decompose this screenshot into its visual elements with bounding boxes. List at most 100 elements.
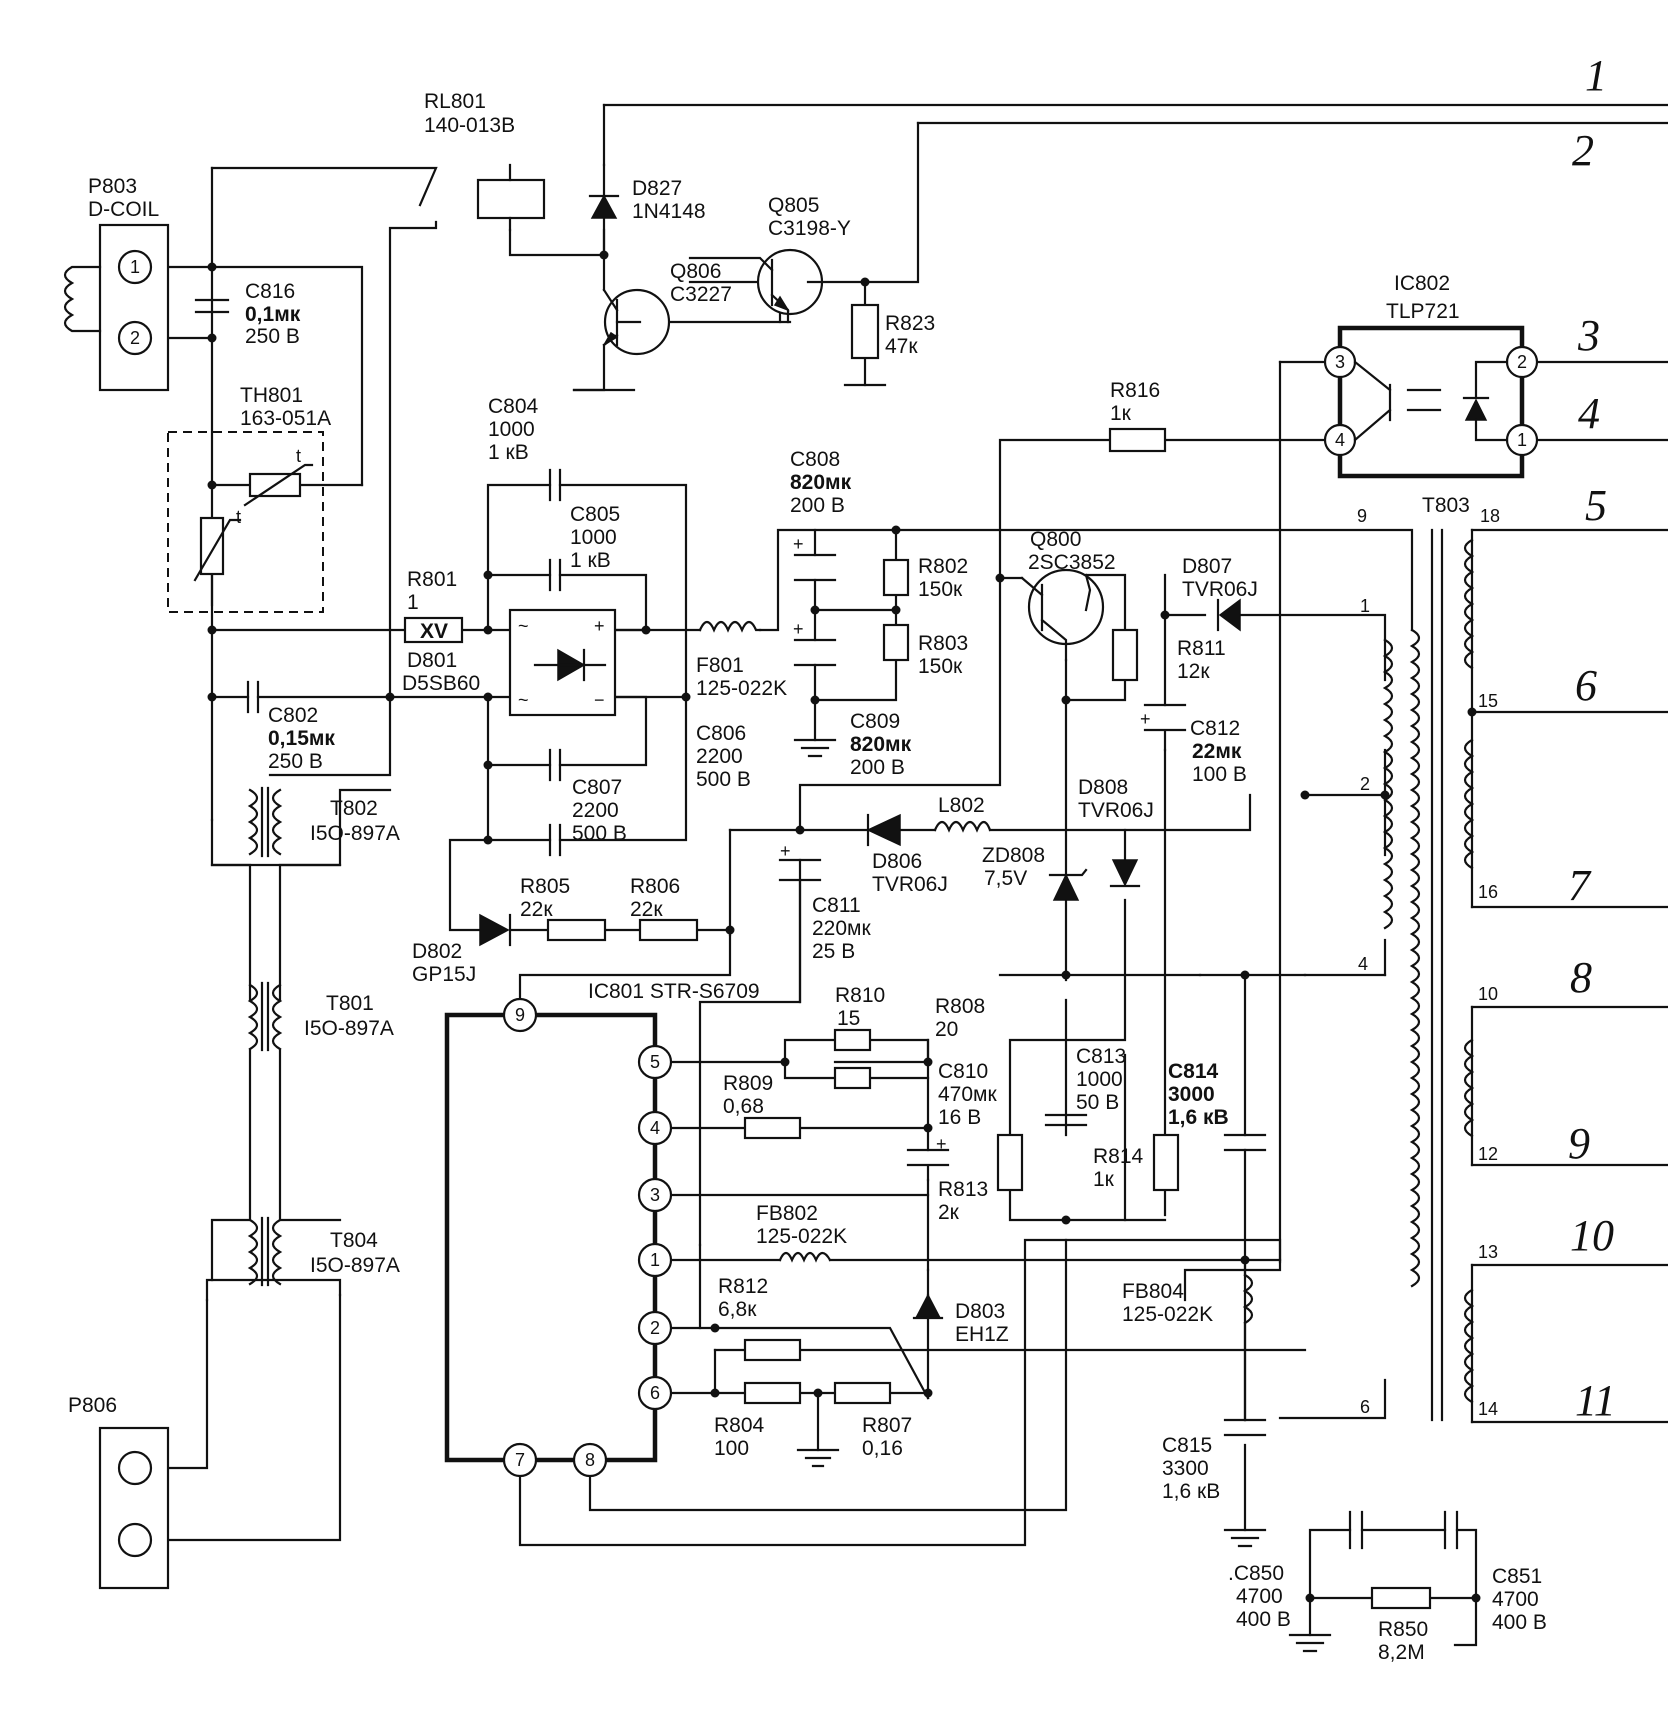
th801-t-label: t: [236, 507, 241, 527]
r809-ref: R809: [723, 1072, 773, 1095]
r808-resistor-icon: [833, 1066, 872, 1090]
zd808-zener-icon: [1052, 873, 1080, 901]
c811-voltage: 25 В: [812, 940, 855, 963]
p803-pin1-label: 1: [130, 257, 140, 277]
output-number: 4: [1578, 389, 1600, 438]
component-symbols: [63, 163, 1539, 1653]
t803-pin-label: 2: [1360, 774, 1370, 794]
p803-pin-2: [117, 320, 153, 356]
r804-value: 100: [714, 1437, 749, 1460]
r801-value: 1: [407, 591, 419, 614]
r803-value: 150к: [918, 655, 963, 678]
r814-resistor-icon: [1152, 1133, 1180, 1192]
d803-value: EH1Z: [955, 1323, 1009, 1346]
fb802-ref: FB802: [756, 1202, 818, 1225]
c807-ref: C807: [572, 776, 622, 799]
c804-ref: C804: [488, 395, 539, 418]
q800-ref: Q800: [1030, 528, 1081, 551]
r814-ref: R814: [1093, 1145, 1144, 1168]
th801-value: 163-051A: [240, 407, 331, 430]
d801-ref: D801: [407, 649, 457, 672]
q805-ref: Q805: [768, 194, 819, 217]
r816-ref: R816: [1110, 379, 1160, 402]
t803-pin-label: 6: [1360, 1397, 1370, 1417]
r812-value: 6,8к: [718, 1298, 757, 1321]
fb802-value: 125-022K: [756, 1225, 847, 1248]
r806-value: 22к: [630, 898, 663, 921]
ic801-pin-label: 1: [650, 1250, 660, 1270]
ic801-pin-label: 6: [650, 1383, 660, 1403]
c808-voltage: 200 В: [790, 494, 845, 517]
c805-capacitor-icon: [548, 558, 562, 592]
c807-value: 2200: [572, 799, 619, 822]
r804-ref: R804: [714, 1414, 765, 1437]
r805-value: 22к: [520, 898, 553, 921]
d827-diode-icon: [590, 194, 618, 219]
c815-value: 3300: [1162, 1457, 1209, 1480]
c815-capacitor-icon: [1223, 1418, 1267, 1437]
c810-value: 470мк: [938, 1083, 997, 1106]
c806-voltage: 500 В: [696, 768, 751, 791]
phototransistor-icon: [1353, 360, 1392, 442]
ic801-label: IC801 STR-S6709: [588, 980, 760, 1003]
t803-pin-label: 4: [1358, 954, 1368, 974]
fb804-inductor-icon: [1242, 1273, 1254, 1325]
c813-value: 1000: [1076, 1068, 1123, 1091]
c851-value: 4700: [1492, 1588, 1539, 1611]
d806-ref: D806: [872, 850, 922, 873]
t803-pin-label: 12: [1478, 1144, 1498, 1164]
r823-value: 47к: [885, 335, 918, 358]
wiring: [148, 103, 1668, 1647]
c808-ref: C808: [790, 448, 840, 471]
c809-plus: +: [793, 619, 804, 639]
c850-voltage: 400 В: [1236, 1608, 1291, 1631]
c814-ref: C814: [1168, 1060, 1219, 1083]
c850-ref: .C850: [1228, 1562, 1284, 1585]
ic801-pin-label: 4: [650, 1118, 660, 1138]
t802-ref: T802: [330, 797, 378, 820]
c808-capacitor-icon: [793, 553, 837, 582]
t803-pin-label: 1: [1360, 596, 1370, 616]
ic802-pin-label: 4: [1335, 430, 1345, 450]
rl801-ref: RL801: [424, 90, 486, 113]
output-number: 10: [1570, 1211, 1614, 1260]
ic801-pin-label: 8: [585, 1450, 595, 1470]
f801-ref: F801: [696, 654, 744, 677]
c806-capacitor-icon: [548, 823, 562, 857]
relay-coil-icon: [476, 178, 546, 220]
ic801-pin-label: 9: [515, 1005, 525, 1025]
r804-resistor-icon: [743, 1381, 802, 1405]
output-number: 9: [1568, 1119, 1590, 1168]
output-number: 8: [1570, 953, 1592, 1002]
d807-ref: D807: [1182, 555, 1232, 578]
r810-resistor-icon: [833, 1028, 872, 1052]
zd808-value: 7,5V: [984, 867, 1027, 890]
c806-value: 2200: [696, 745, 743, 768]
r806-resistor-icon: [638, 918, 699, 942]
t802-value: I5O-897A: [310, 822, 400, 845]
ic801-pin-label: 5: [650, 1052, 660, 1072]
output-number: 11: [1575, 1376, 1616, 1425]
c802-value: 0,15мк: [268, 727, 335, 750]
r803-ref: R803: [918, 632, 968, 655]
r816-resistor-icon: [1108, 427, 1167, 453]
ground-icon: [796, 1448, 840, 1468]
t803-pin-label: 14: [1478, 1399, 1498, 1419]
c804-value: 1000: [488, 418, 535, 441]
p803-pin2-label: 2: [130, 328, 140, 348]
fb802-inductor-icon: [778, 1251, 832, 1263]
rl801-value: 140-013B: [424, 114, 515, 137]
ic802-optocoupler: [1337, 325, 1525, 479]
c812-value: 22мк: [1192, 740, 1242, 763]
fb804-value: 125-022K: [1122, 1303, 1213, 1326]
ic801-pin-label: 3: [650, 1185, 660, 1205]
ic802-value: TLP721: [1386, 300, 1460, 323]
r810-value: 15: [837, 1007, 860, 1030]
ic801-pin-label: 7: [515, 1450, 525, 1470]
f801-value: 125-022K: [696, 677, 787, 700]
c812-capacitor-icon: [1143, 703, 1187, 752]
output-number: 2: [1572, 126, 1594, 175]
p806-ref: P806: [68, 1394, 117, 1417]
r801-resistor-icon: [403, 616, 464, 644]
